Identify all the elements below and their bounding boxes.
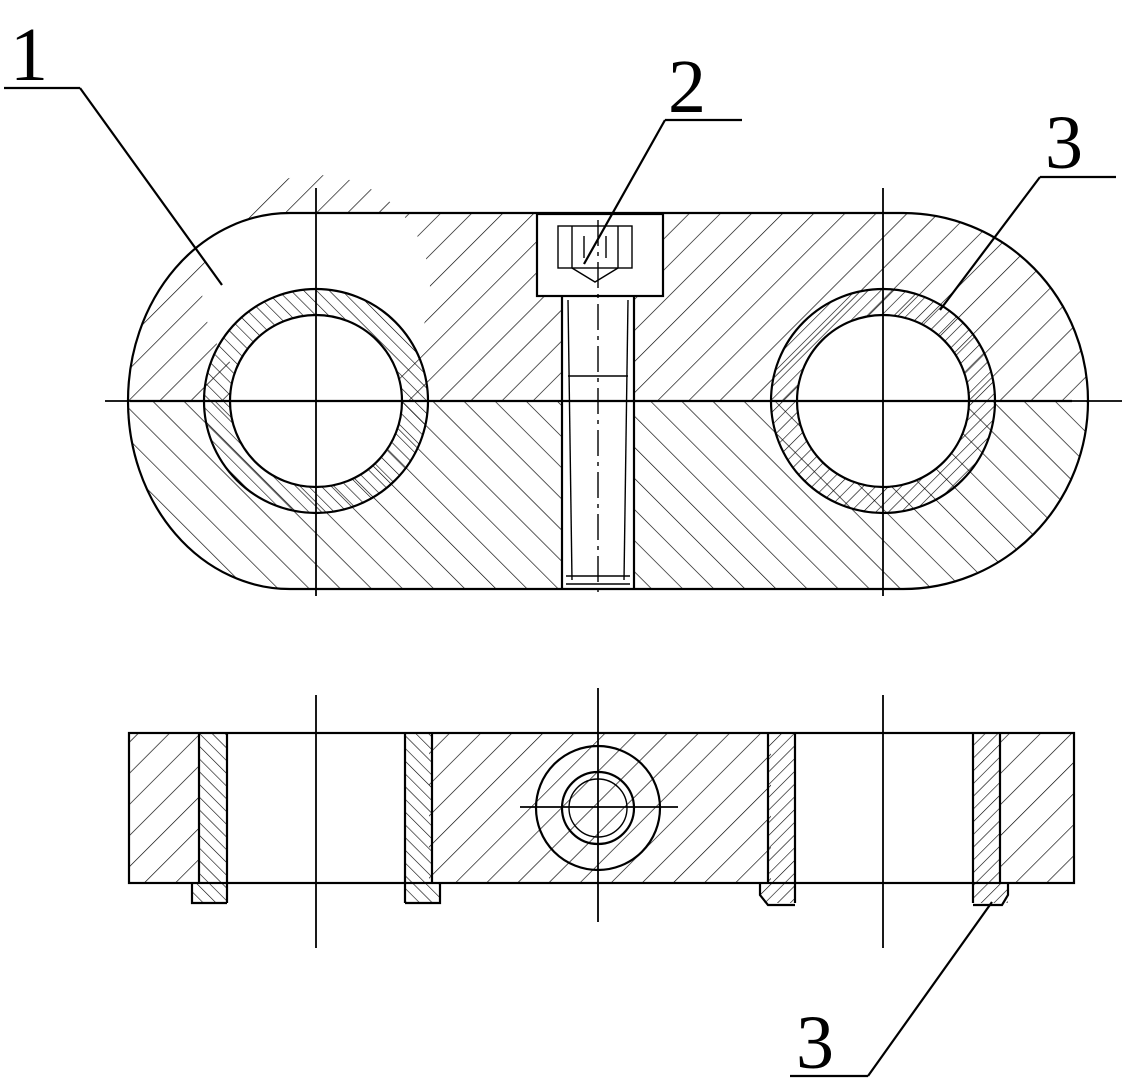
- top-view-outline: [126, 211, 1090, 591]
- callout-label-2: 2: [668, 45, 706, 129]
- callout-3-bottom: 3: [790, 901, 993, 1085]
- callout-3-top: 3: [939, 101, 1116, 311]
- callout-2: 2: [583, 45, 742, 265]
- callout-label-3-bottom: 3: [796, 1001, 834, 1085]
- bottom-section-view: [127, 688, 1076, 948]
- callout-label-1: 1: [10, 13, 48, 97]
- top-section-view: [105, 175, 1122, 596]
- socket-head-screw: [557, 225, 636, 588]
- counterbore: [535, 212, 665, 298]
- callout-1: 1: [4, 13, 223, 286]
- callout-label-3-top: 3: [1045, 101, 1083, 185]
- bottom-view-outline: [127, 731, 1076, 885]
